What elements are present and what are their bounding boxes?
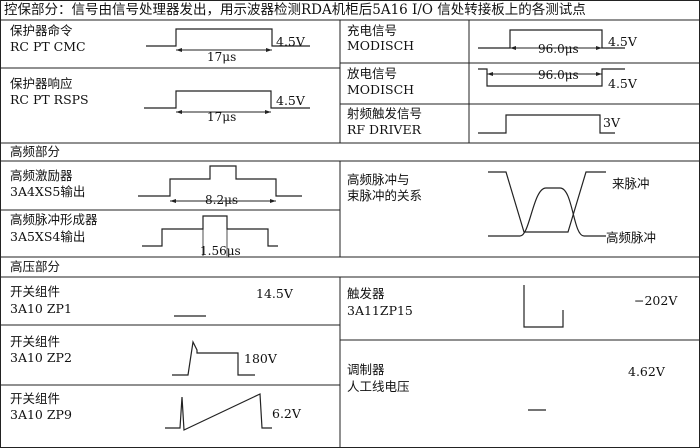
charge-level: 4.5V bbox=[608, 34, 637, 49]
charge-name: 充电信号 bbox=[347, 23, 398, 38]
charge-code: MODISCH bbox=[347, 38, 415, 53]
modulator-level: 4.62V bbox=[628, 364, 665, 379]
wave-discharge bbox=[478, 68, 625, 87]
cmd-width: 17μs bbox=[207, 50, 237, 64]
hv-section-label: 高压部分 bbox=[10, 259, 61, 274]
resp-level: 4.5V bbox=[276, 93, 305, 108]
exciter-width: 8.2μs bbox=[205, 193, 239, 207]
former-name: 高频脉冲形成器 bbox=[10, 212, 98, 227]
hf-section-label: 高频部分 bbox=[10, 144, 61, 159]
exciter-code: 3A4XS5输出 bbox=[10, 184, 86, 199]
wave-rf bbox=[478, 114, 615, 134]
resp-code: RC PT RSPS bbox=[10, 92, 89, 107]
discharge-level: 4.5V bbox=[608, 76, 637, 91]
relation-name-2: 束脉冲的关系 bbox=[347, 188, 423, 203]
modulator-code: 人工线电压 bbox=[347, 379, 410, 394]
trigger-level: −202V bbox=[634, 293, 678, 308]
zp9-code: 3A10 ZP9 bbox=[10, 407, 72, 422]
page-title: 控保部分：信号由信号处理器发出，用示波器检测RDA机柜后5A16 I/O 信处转… bbox=[4, 2, 586, 18]
discharge-code: MODISCH bbox=[347, 82, 415, 97]
discharge-name: 放电信号 bbox=[347, 66, 398, 81]
rf-name: 射频触发信号 bbox=[347, 106, 423, 121]
zp9-name: 开关组件 bbox=[10, 391, 61, 406]
wave-exciter bbox=[138, 165, 302, 203]
cmd-level: 4.5V bbox=[276, 34, 305, 49]
wave-trigger bbox=[523, 285, 564, 328]
zp9-level: 6.2V bbox=[272, 406, 301, 421]
label-hf-pulse: 高频脉冲 bbox=[606, 230, 657, 245]
relation-name-1: 高频脉冲与 bbox=[347, 172, 410, 187]
wave-zp9 bbox=[165, 393, 272, 431]
wave-zp2 bbox=[172, 340, 255, 376]
label-beam-pulse: 来脉冲 bbox=[612, 176, 650, 191]
zp1-name: 开关组件 bbox=[10, 284, 61, 299]
wave-former bbox=[142, 215, 278, 256]
resp-name: 保护器响应 bbox=[10, 76, 73, 91]
zp2-level: 180V bbox=[244, 351, 277, 366]
charge-width: 96.0μs bbox=[538, 42, 579, 56]
wave-resp bbox=[144, 90, 310, 114]
zp2-code: 3A10 ZP2 bbox=[10, 350, 72, 365]
discharge-width: 96.0μs bbox=[538, 68, 579, 82]
former-code: 3A5XS4输出 bbox=[10, 229, 86, 244]
wave-relation bbox=[488, 171, 606, 237]
rf-code: RF DRIVER bbox=[347, 122, 421, 137]
trigger-name: 触发器 bbox=[347, 286, 385, 301]
cmd-code: RC PT CMC bbox=[10, 39, 86, 54]
zp2-name: 开关组件 bbox=[10, 334, 61, 349]
exciter-name: 高频激励器 bbox=[10, 168, 73, 183]
zp1-level: 14.5V bbox=[256, 286, 293, 301]
trigger-code: 3A11ZP15 bbox=[347, 303, 413, 318]
resp-width: 17μs bbox=[207, 110, 237, 124]
wave-cmd bbox=[146, 28, 310, 52]
former-width: 1.56μs bbox=[200, 244, 241, 258]
cmd-name: 保护器命令 bbox=[10, 23, 73, 38]
wave-charge bbox=[478, 29, 625, 50]
rf-level: 3V bbox=[603, 115, 620, 130]
modulator-name: 调制器 bbox=[347, 362, 385, 377]
zp1-code: 3A10 ZP1 bbox=[10, 301, 72, 316]
